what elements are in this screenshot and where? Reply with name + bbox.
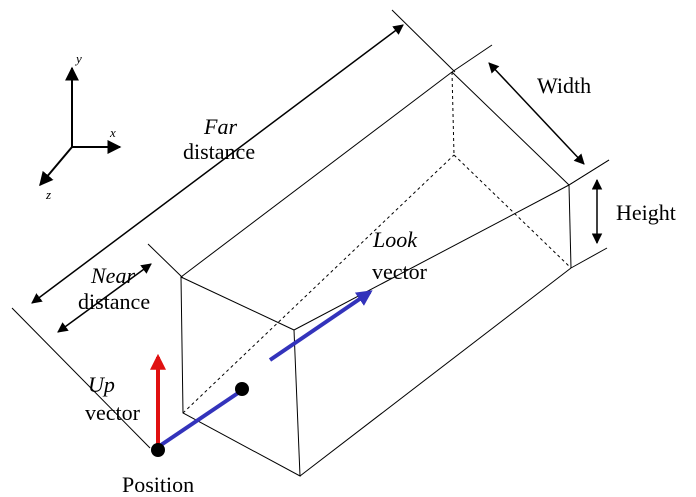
height-label: Height [616, 200, 676, 225]
near-distance-label-line1: Near [90, 263, 135, 288]
near-plane-face [180, 276, 301, 477]
y-axis-label: y [74, 51, 82, 66]
z-axis-label: z [45, 187, 51, 202]
look-target-point [235, 382, 249, 396]
far-distance-label-line2: distance [183, 139, 255, 164]
position-label: Position [122, 472, 194, 497]
up-vector-label-line1: Up [88, 372, 115, 397]
x-axis-label: x [109, 125, 116, 140]
width-dimension [451, 44, 610, 186]
up-vector-label-line2: vector [85, 400, 141, 425]
height-dimension [568, 159, 610, 269]
far-distance-dimension [11, 9, 456, 449]
near-distance-dimension [57, 243, 184, 333]
look-vector-label-line2: vector [372, 259, 428, 284]
top-right-edge [293, 184, 570, 331]
look-vector-arrow [268, 290, 373, 362]
far-distance-arrow [31, 24, 404, 304]
bottom-right-edge [299, 267, 572, 477]
camera-position-point [151, 443, 165, 457]
width-arrow [488, 62, 585, 165]
look-vector-segment-near [156, 389, 243, 449]
far-right-edge [568, 184, 572, 269]
z-axis-arrow [39, 146, 73, 187]
near-distance-arrow [57, 263, 152, 333]
width-label: Width [537, 73, 591, 98]
coordinate-axes [39, 66, 122, 187]
look-vector-label-line1: Look [372, 227, 418, 252]
far-distance-label-line1: Far [203, 114, 237, 139]
near-distance-label-line2: distance [78, 289, 150, 314]
